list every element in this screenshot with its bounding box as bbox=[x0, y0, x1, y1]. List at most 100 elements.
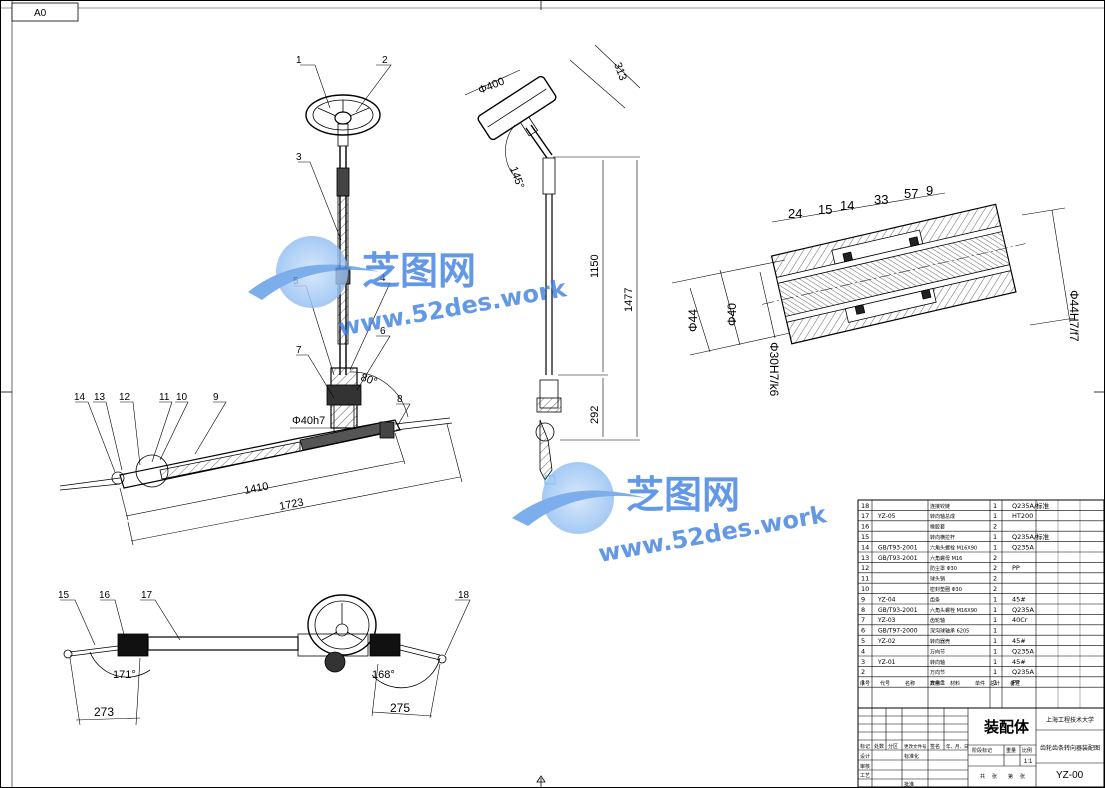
bom-name: 齿条 bbox=[930, 596, 940, 603]
bom-material: HT200 bbox=[1012, 512, 1033, 520]
part-label: 16 bbox=[99, 590, 111, 601]
bom-qty: 1 bbox=[993, 627, 997, 635]
bom-name: 转向轴总成 bbox=[930, 513, 955, 520]
part-label: 7 bbox=[296, 345, 302, 356]
sheet-size-box: A0 bbox=[11, 2, 79, 22]
school-name: 上海工程技术大学 bbox=[1046, 716, 1094, 724]
bom-name: 密封垫圈 Φ30 bbox=[930, 586, 962, 593]
bom-name: 连接铰链 bbox=[930, 503, 950, 510]
bom-name: 万向节 bbox=[930, 648, 945, 655]
bom-qty: 1 bbox=[993, 637, 997, 645]
role-label: 工艺 bbox=[860, 773, 870, 779]
bom-header-cell: 备注 bbox=[1010, 680, 1020, 687]
watermark-brand: 芝图网 bbox=[626, 473, 740, 517]
bom-name: 转向轴 bbox=[930, 659, 945, 666]
detail-top-dim: 24 bbox=[788, 206, 802, 221]
sheet-label: 张 bbox=[1020, 773, 1025, 780]
bom-name: 齿轮轴 bbox=[930, 617, 945, 624]
part-label: 12 bbox=[119, 392, 131, 403]
part-label: 11 bbox=[159, 392, 170, 403]
bom-name: 球头销 bbox=[930, 576, 945, 583]
title-block bbox=[857, 707, 1105, 788]
bom-name: 方向盘 bbox=[930, 680, 945, 687]
sheet-label: 张 bbox=[992, 773, 997, 780]
bom-header-cell: 总计 bbox=[990, 680, 1000, 687]
bom-material: 45# bbox=[1012, 658, 1026, 666]
bom-no: 1 bbox=[861, 679, 865, 687]
front-labels: 1 2 3 4 5 6 7 8 9 10 11 12 13 14 80° Φ40… bbox=[74, 55, 403, 513]
sheet-size-label: A0 bbox=[34, 8, 47, 19]
bom-qty: 2 bbox=[993, 575, 997, 583]
bom-material: Q235A bbox=[1012, 543, 1035, 551]
bom-qty: 1 bbox=[993, 543, 997, 551]
project-name: 齿轮齿条转向器装配图 bbox=[1040, 744, 1100, 752]
sign-label: 标记 bbox=[860, 743, 870, 750]
part-label: 2 bbox=[382, 55, 388, 66]
detail-fit-30: Φ30H7/k6 bbox=[767, 342, 781, 397]
detail-top-dim: 9 bbox=[926, 183, 933, 198]
bom-no: 15 bbox=[861, 533, 869, 541]
bom-material: 45# bbox=[1012, 637, 1026, 645]
sign-label: 年、月、日 bbox=[946, 743, 969, 750]
width-dim: 313 bbox=[611, 61, 629, 82]
bom-code: GB/T93-2001 bbox=[878, 544, 918, 551]
sheet-label: 共 bbox=[980, 773, 985, 780]
bom-code: YZ-05 bbox=[877, 513, 896, 520]
detail-top-dim: 57 bbox=[904, 186, 918, 201]
part-label: 13 bbox=[94, 392, 106, 403]
part-label: 18 bbox=[458, 590, 470, 601]
bom-no: 4 bbox=[861, 647, 865, 655]
bom-material: Q235A bbox=[1012, 647, 1035, 655]
side-wheel bbox=[477, 75, 557, 141]
bom-qty: 2 bbox=[993, 554, 997, 562]
watermark-brand: 芝图网 bbox=[362, 249, 476, 293]
bom-qty: 1 bbox=[993, 647, 997, 655]
bom-qty: 2 bbox=[993, 564, 997, 572]
bom-code: YZ-01 bbox=[877, 659, 896, 666]
length-dim-1723: 1723 bbox=[278, 496, 304, 512]
bom-qty: 1 bbox=[993, 606, 997, 614]
part-label: 1 bbox=[296, 55, 302, 66]
bom-no: 18 bbox=[861, 502, 869, 510]
side-view bbox=[464, 44, 641, 485]
drawing-name: 装配体 bbox=[983, 718, 1030, 736]
sign-label: 更改文件号 bbox=[904, 743, 927, 750]
bom-no: 9 bbox=[861, 595, 865, 603]
bom-code: GB/T93-2001 bbox=[878, 607, 918, 614]
angle-dim: 80° bbox=[359, 372, 379, 389]
side-labels: Φ400 313 145° 1150 1477 292 bbox=[477, 61, 635, 424]
part-label: 14 bbox=[74, 392, 86, 403]
bom-no: 5 bbox=[861, 637, 865, 645]
bom-name: 转向器壳 bbox=[930, 638, 950, 645]
bom-qty: 1 bbox=[993, 533, 997, 541]
part-label: 4 bbox=[380, 273, 386, 284]
part-label: 17 bbox=[141, 590, 153, 601]
detail-top-dim: 15 bbox=[818, 202, 832, 217]
part-label: 3 bbox=[296, 152, 302, 163]
bom-no: 16 bbox=[861, 523, 869, 531]
angle-dim-168: 168° bbox=[372, 669, 395, 681]
bom-qty: 2 bbox=[993, 585, 997, 593]
bom-qty: 1 bbox=[993, 616, 997, 624]
bom-code: GB/T93-2001 bbox=[878, 555, 918, 562]
detail-labels: 24 15 14 33 57 9 Φ44 Φ40 Φ30H7/k6 Φ44H7/… bbox=[686, 183, 1081, 397]
scale-label: 比例 bbox=[1022, 747, 1032, 754]
bom-qty: 1 bbox=[993, 512, 997, 520]
angle-dim-171: 171° bbox=[113, 669, 136, 681]
stage-label: 阶段标记 bbox=[972, 747, 992, 754]
bom-header-cell: 序号 bbox=[860, 680, 870, 687]
detail-dia-44: Φ44 bbox=[686, 309, 700, 332]
bom-no: 17 bbox=[861, 512, 869, 520]
table-row: 4 万向节 1 Q235A bbox=[861, 647, 1035, 655]
sheet-label: 第 bbox=[1008, 773, 1013, 780]
bom-no: 2 bbox=[861, 668, 865, 676]
